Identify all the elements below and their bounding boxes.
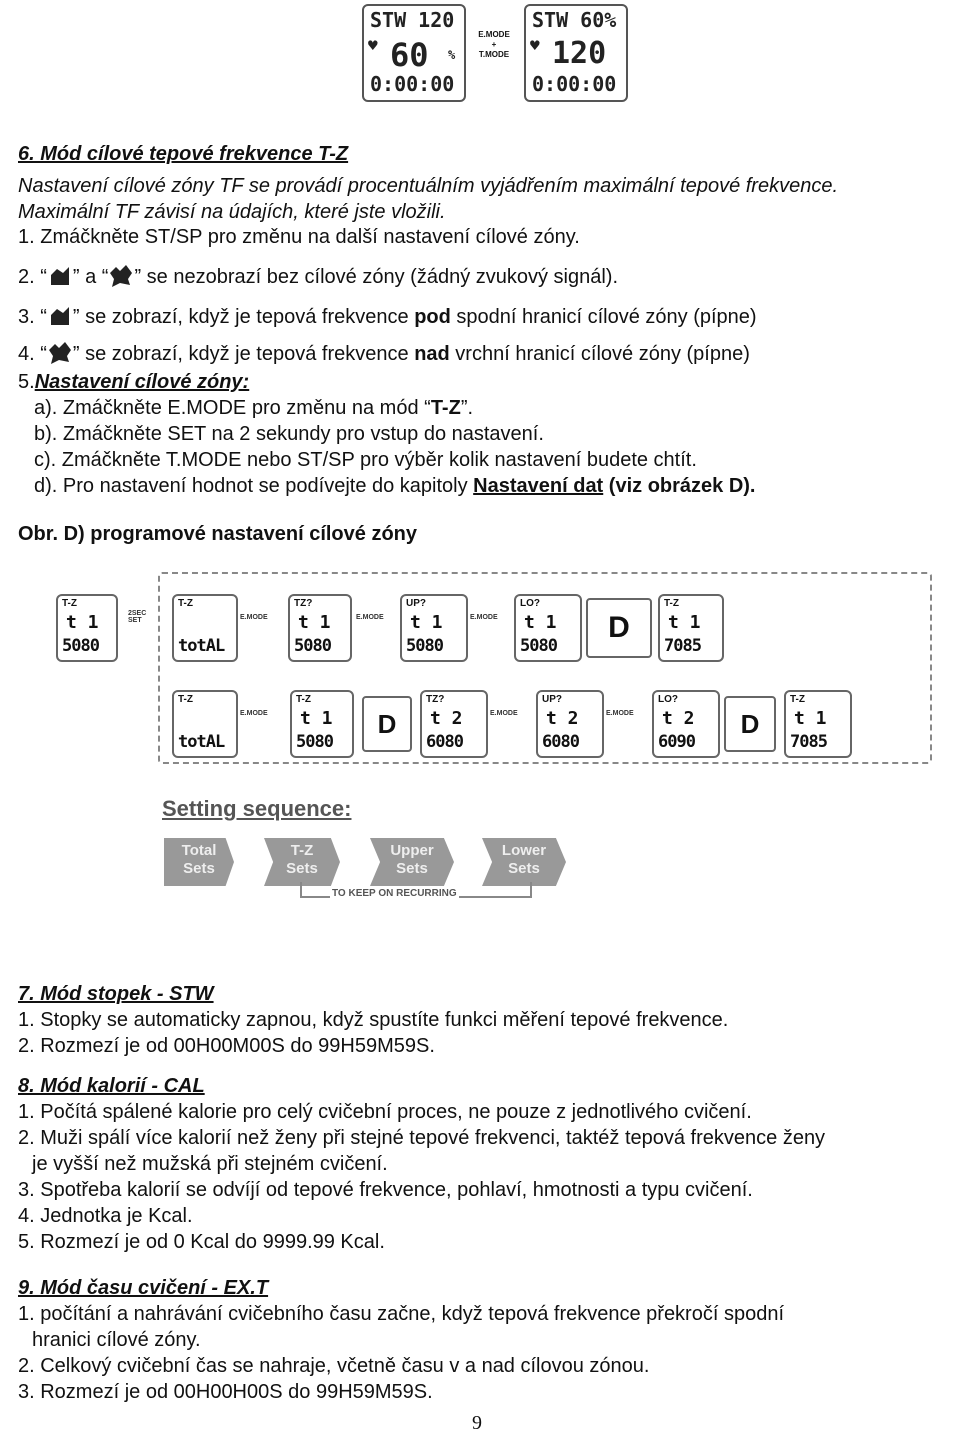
heart-high-icon [48, 342, 71, 364]
figure-caption: Obr. D) programové nastavení cílové zóny [18, 523, 418, 545]
sub-c: c). Zmáčkněte T.MODE nebo ST/SP pro výbě… [34, 449, 697, 471]
section7-item1: 1. Stopky se automaticky zapnou, když sp… [18, 1009, 729, 1031]
setting-sequence-title: Setting sequence: [162, 796, 352, 821]
d-connector: D [586, 598, 652, 658]
emode-label: E.MODE [490, 710, 518, 717]
heart-icon: ♥ [530, 36, 540, 55]
d-connector: D [362, 696, 412, 752]
sub-a: a). Zmáčkněte E.MODE pro změnu na mód “T… [34, 397, 474, 419]
emode-label: E.MODE [470, 614, 498, 621]
tmode-label: T.MODE [478, 50, 510, 59]
nastaveni-dat-link[interactable]: Nastavení dat [473, 475, 604, 497]
emode-label: E.MODE [478, 30, 510, 39]
d-connector: D [724, 696, 776, 752]
emode-label: E.MODE [356, 614, 384, 621]
emode-label: E.MODE [606, 710, 634, 717]
emode-label: E.MODE [240, 710, 268, 717]
section9-item1b: hranici cílové zóny. [32, 1329, 201, 1351]
set-label: 2SEC SET [128, 610, 147, 624]
display-row1: STW 60% [532, 8, 617, 32]
display-row2: 120 [552, 36, 607, 71]
section8-item4: 4. Jednotka je Kcal. [18, 1205, 193, 1227]
section9-item2: 2. Celkový cvičební čas se nahraje, včet… [18, 1355, 650, 1377]
section6-item1: 1. Zmáčkněte ST/SP pro změnu na další na… [18, 226, 580, 248]
section6-item5: 5.Nastavení cílové zóny: [18, 371, 250, 393]
heart-low-icon [50, 307, 69, 325]
mode-combination: E.MODE + T.MODE [470, 30, 518, 60]
page-number: 9 [472, 1412, 482, 1434]
section8-item1: 1. Počítá spálené kalorie pro celý cviče… [18, 1101, 752, 1123]
section6-line1: Nastavení cílové zóny TF se provádí proc… [18, 175, 839, 197]
sub-b: b). Zmáčkněte SET na 2 sekundy pro vstup… [34, 423, 544, 445]
section9-title: 9. Mód času cvičení - EX.T [18, 1277, 269, 1299]
percent-label: % [448, 48, 456, 62]
section7-title: 7. Mód stopek - STW [18, 983, 214, 1005]
watch-display-left: STW 120 60 ♥ % 0:00:00 [362, 4, 466, 102]
section7-item2: 2. Rozmezí je od 00H00M00S do 99H59M59S. [18, 1035, 435, 1057]
section8-item2a: 2. Muži spálí více kalorií než ženy při … [18, 1127, 826, 1149]
section6-line2: Maximální TF závisí na údajích, které js… [18, 201, 446, 223]
section8-item2b: je vyšší než mužská při stejném cvičení. [32, 1153, 388, 1175]
loop-label: TO KEEP ON RECURRING [330, 888, 459, 899]
dashed-frame [158, 572, 932, 764]
section6-item2: 2. “” a “” se nezobrazí bez cílové zóny … [18, 265, 619, 288]
display-row2: 60 [390, 36, 429, 74]
section9-item1a: 1. počítání a nahrávání cvičebního času … [18, 1303, 785, 1325]
emode-label: E.MODE [240, 614, 268, 621]
section9-item3: 3. Rozmezí je od 00H00H00S do 99H59M59S. [18, 1381, 433, 1403]
section6-title: 6. Mód cílové tepové frekvence T-Z [18, 143, 349, 165]
section8-item3: 3. Spotřeba kalorií se odvíjí od tepové … [18, 1179, 753, 1201]
display-row3: 0:00:00 [370, 72, 455, 96]
display-row1: STW 120 [370, 8, 455, 32]
watch-display-right: STW 60% ♥ 120 0:00:00 [524, 4, 628, 102]
heart-low-icon [50, 267, 69, 285]
section6-item3: 3. “” se zobrazí, když je tepová frekven… [18, 306, 757, 328]
section6-item4: 4. “” se zobrazí, když je tepová frekven… [18, 342, 750, 365]
heart-icon: ♥ [368, 36, 378, 55]
heart-high-icon [110, 265, 133, 287]
section8-title: 8. Mód kalorií - CAL [18, 1075, 205, 1097]
section8-item5: 5. Rozmezí je od 0 Kcal do 9999.99 Kcal. [18, 1231, 385, 1253]
display-row3: 0:00:00 [532, 72, 617, 96]
sub-d: d). Pro nastavení hodnot se podívejte do… [34, 475, 756, 497]
plus-sign: + [491, 40, 497, 49]
